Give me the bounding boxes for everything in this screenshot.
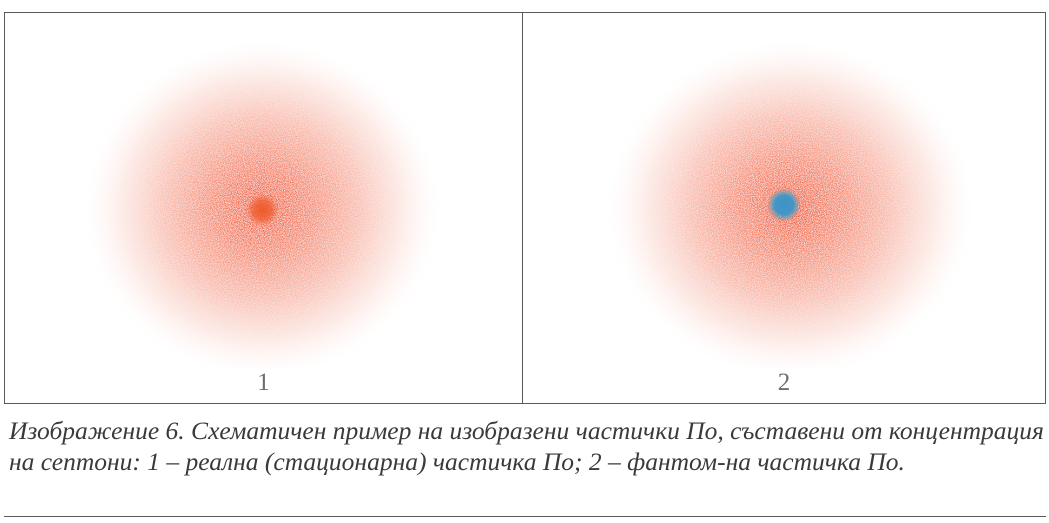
panel-label-1: 1 xyxy=(257,369,270,396)
figure-panel-1: 1 xyxy=(5,13,523,403)
particle-phantom-image xyxy=(608,41,973,368)
panel-label-2: 2 xyxy=(777,369,791,396)
particle-core xyxy=(246,194,279,226)
particle-core xyxy=(767,188,801,222)
figure-table: 1 xyxy=(4,12,1046,404)
figure-panel-2: 2 xyxy=(523,13,1045,403)
figure-caption: Изображение 6. Схематичен пример на изоб… xyxy=(4,403,1046,517)
particle-real-image xyxy=(84,41,440,368)
